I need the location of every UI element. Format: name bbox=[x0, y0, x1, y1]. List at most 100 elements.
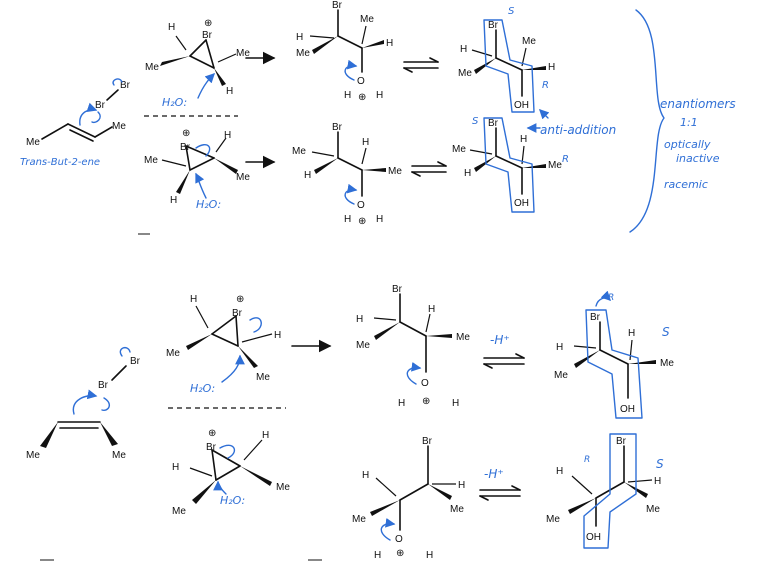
me-pb2: Me bbox=[646, 504, 660, 515]
h-ob1: H bbox=[356, 314, 363, 325]
h-bb4: H bbox=[262, 430, 269, 441]
h-ox1d: H bbox=[376, 90, 383, 101]
me-ox2: Me bbox=[292, 146, 306, 157]
h-ox2b: H bbox=[362, 137, 369, 148]
h-ox2c: H bbox=[344, 214, 351, 225]
h-ox2d: H bbox=[376, 214, 383, 225]
o-ob2: O bbox=[395, 534, 403, 545]
stereo-r-top: R bbox=[608, 293, 614, 303]
stereo-r-bottom: R bbox=[584, 455, 590, 465]
h-ob2b: H bbox=[362, 470, 369, 481]
stereo-s-top: S bbox=[662, 325, 670, 339]
br-bb3: Br bbox=[206, 442, 217, 453]
h-ob1b: H bbox=[428, 304, 435, 315]
h-bt4: H bbox=[224, 130, 231, 141]
br-ob1: Br bbox=[392, 284, 403, 295]
equilibrium-top-2 bbox=[411, 161, 447, 177]
product-bottom-2: Br H Me H Me OH S R bbox=[546, 433, 664, 549]
br-upper: Br bbox=[120, 80, 131, 91]
me-ox1: Me bbox=[296, 48, 310, 59]
product-top-2: Br Me H H Me OH S R bbox=[452, 116, 569, 213]
me-bb2: Me bbox=[256, 372, 270, 383]
h-bt3: H bbox=[170, 195, 177, 206]
br-ob2: Br bbox=[422, 436, 433, 447]
br-lower: Br bbox=[95, 100, 106, 111]
racemic-note: racemic bbox=[664, 178, 708, 191]
br-ox1: Br bbox=[332, 0, 343, 11]
me-ob2b: Me bbox=[352, 514, 366, 525]
me-pb1b: Me bbox=[660, 358, 674, 369]
me-ob1b: Me bbox=[456, 332, 470, 343]
product-bottom-1: Br H Me H Me OH S R bbox=[554, 290, 674, 419]
oh-p1: OH bbox=[514, 100, 529, 111]
water-bottom-label: H₂O: bbox=[196, 198, 221, 211]
trans-butene-structure: Me Me Br Br Trans-But-2-ene bbox=[20, 78, 131, 168]
br-cis-lower: Br bbox=[98, 380, 109, 391]
me-right: Me bbox=[112, 121, 126, 132]
plus-ob2: ⊕ bbox=[396, 548, 404, 559]
h-ob1c: H bbox=[398, 398, 405, 409]
product-top-1: Br H Me Me H OH S R bbox=[458, 6, 555, 113]
o-ox2: O bbox=[357, 200, 365, 211]
h-pb2b: H bbox=[556, 466, 563, 477]
me-pb2b: Me bbox=[546, 514, 560, 525]
me-p1b: Me bbox=[522, 36, 536, 47]
me-bb1: Me bbox=[166, 348, 180, 359]
stereo-s-bottom: S bbox=[656, 457, 664, 471]
bromonium-top-2: Br ⊕ Me H H Me H₂O: bbox=[144, 128, 250, 211]
h-bt1: H bbox=[168, 22, 175, 33]
oh-pb2: OH bbox=[586, 532, 601, 543]
br-pb2: Br bbox=[616, 436, 627, 447]
br-ox2: Br bbox=[332, 122, 343, 133]
oh-pb1: OH bbox=[620, 404, 635, 415]
h-ob1d: H bbox=[452, 398, 459, 409]
top-reaction: Me Me Br Br Trans-But-2-ene Me H Br ⊕ H … bbox=[20, 0, 736, 233]
br-pb1: Br bbox=[590, 312, 601, 323]
h-pb1: H bbox=[556, 342, 563, 353]
stereo-s1: S bbox=[508, 6, 515, 17]
me-p2: Me bbox=[452, 144, 466, 155]
me-ob2: Me bbox=[450, 504, 464, 515]
plus-bb3: ⊕ bbox=[208, 428, 216, 439]
br-bt3: Br bbox=[180, 142, 191, 153]
minus-h-top: -H⁺ bbox=[490, 333, 510, 347]
alkene-name-label: Trans-But-2-ene bbox=[20, 157, 100, 168]
br-cis-upper: Br bbox=[130, 356, 141, 367]
inactive-note: inactive bbox=[676, 152, 720, 165]
h-bt2: H bbox=[226, 86, 233, 97]
h-ob2c: H bbox=[374, 550, 381, 561]
cis-butene-structure: Me Me Br Br bbox=[26, 346, 141, 461]
plus-bb1: ⊕ bbox=[236, 294, 244, 305]
me-bt3: Me bbox=[144, 155, 158, 166]
h-ox1b: H bbox=[386, 38, 393, 49]
h-ox1c: H bbox=[344, 90, 351, 101]
br-bb1: Br bbox=[232, 308, 243, 319]
stereo-s2: S bbox=[472, 116, 479, 127]
oh-p2: OH bbox=[514, 198, 529, 209]
h-bb2: H bbox=[274, 330, 281, 341]
h-pb2: H bbox=[654, 476, 661, 487]
me-bt1: Me bbox=[145, 62, 159, 73]
equilibrium-top-1 bbox=[403, 57, 439, 73]
plus-ob1: ⊕ bbox=[422, 396, 430, 407]
minus-h-bottom: -H⁺ bbox=[484, 467, 504, 481]
water-bottom-bottom-label: H₂O: bbox=[220, 494, 245, 507]
br-p1: Br bbox=[488, 20, 499, 31]
bracket bbox=[629, 9, 665, 233]
plus-ox2: ⊕ bbox=[358, 216, 366, 227]
plus-bt: ⊕ bbox=[204, 18, 212, 29]
plus-bt3: ⊕ bbox=[182, 128, 190, 139]
o-ob1: O bbox=[421, 378, 429, 389]
stereo-r2: R bbox=[562, 154, 569, 165]
h-bb1: H bbox=[190, 294, 197, 305]
oxonium-bottom-2: Br H Me H Me O H H ⊕ bbox=[352, 436, 465, 561]
me-p1: Me bbox=[458, 68, 472, 79]
h-p2: H bbox=[464, 168, 471, 179]
me-cis2: Me bbox=[112, 450, 126, 461]
plus-ox1: ⊕ bbox=[358, 92, 366, 103]
equilibrium-bottom-2: -H⁺ bbox=[479, 467, 521, 501]
me-bt4: Me bbox=[236, 172, 250, 183]
me-bb3: Me bbox=[172, 506, 186, 517]
